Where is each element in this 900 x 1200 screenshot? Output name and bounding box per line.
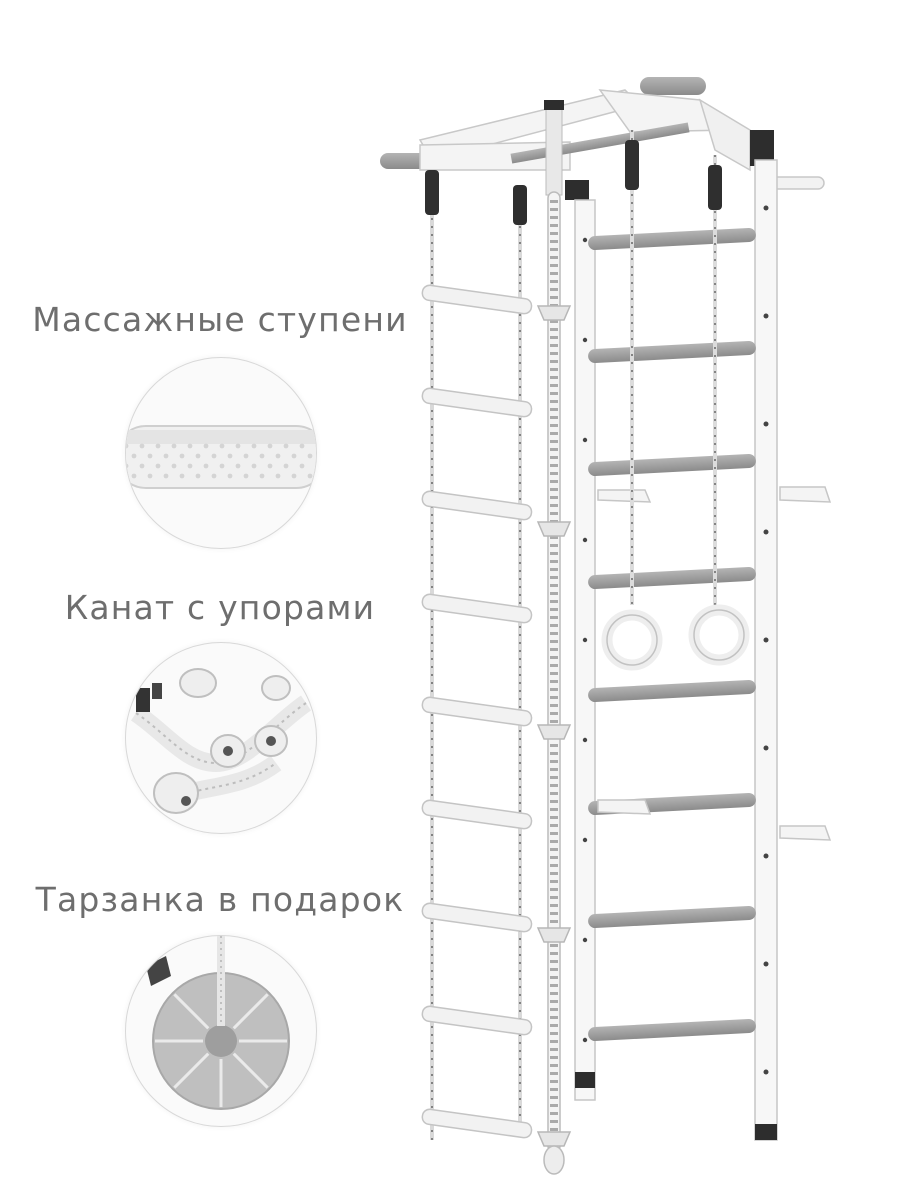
swing-seat-closeup-image bbox=[125, 935, 317, 1127]
rope-with-stops-closeup-image bbox=[125, 642, 317, 834]
climbing-rope bbox=[536, 100, 572, 1175]
feature-title-rope-with-stops: Канат с упорами bbox=[64, 588, 376, 627]
gymnastic-rings bbox=[601, 130, 750, 671]
massage-rung-closeup-image bbox=[125, 357, 317, 549]
feature-title-massage-steps: Массажные ступени bbox=[32, 300, 408, 339]
wall-bars-illustration bbox=[380, 77, 832, 1175]
rope-ladder bbox=[421, 170, 533, 1140]
wall-bars bbox=[574, 159, 832, 1141]
feature-title-swing-gift: Тарзанка в подарок bbox=[35, 880, 405, 919]
